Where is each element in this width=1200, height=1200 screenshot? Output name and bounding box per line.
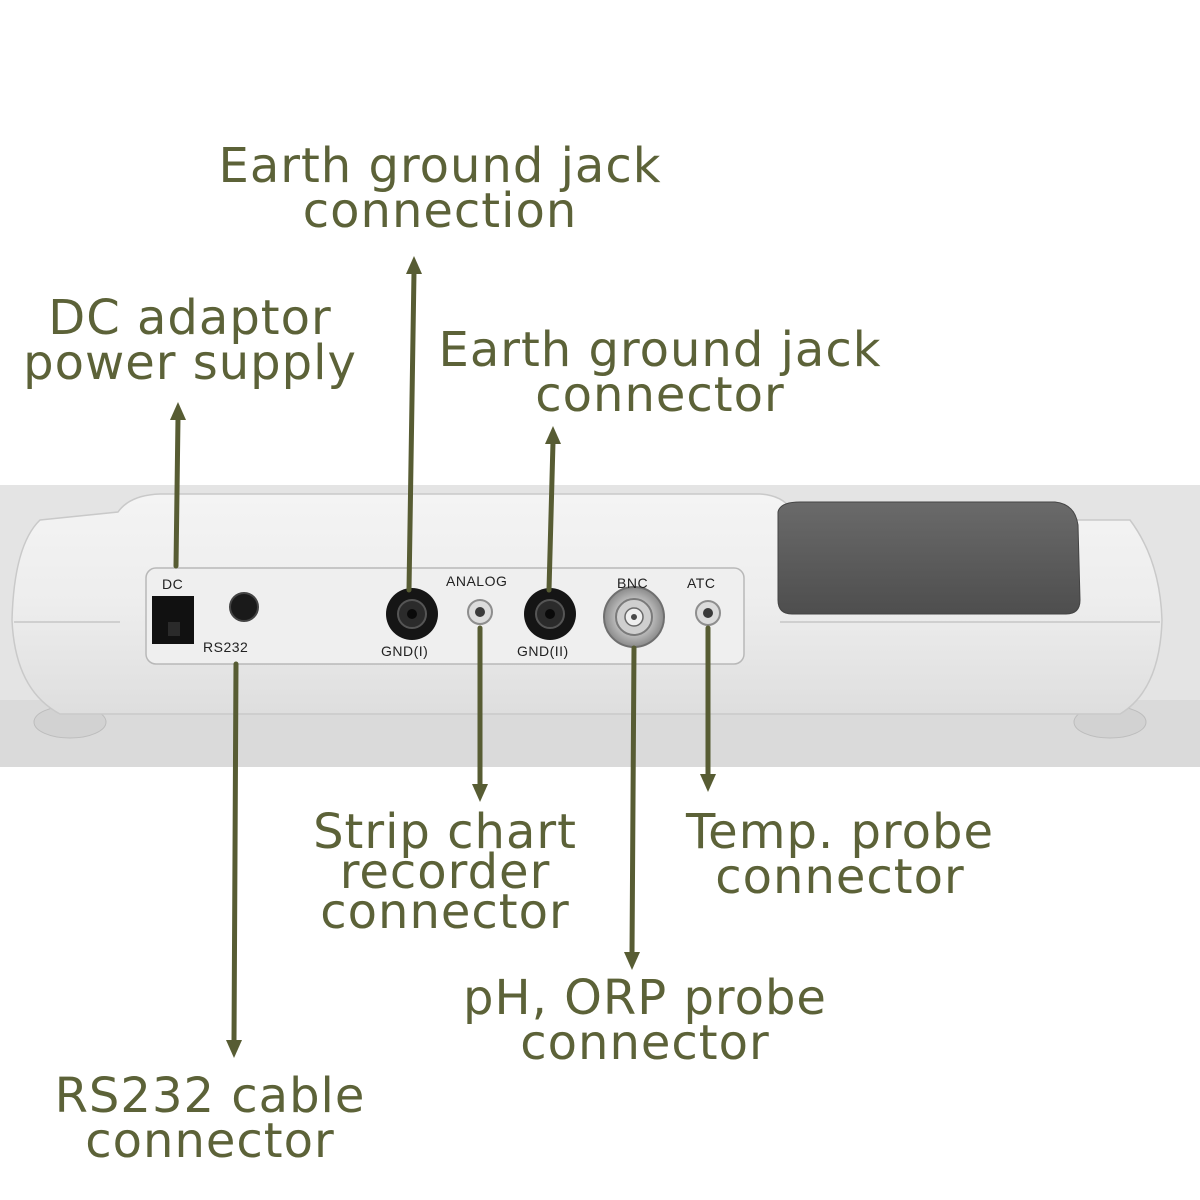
panel-label-bnc: BNC [617,575,648,591]
arrow-temp-probe-head [700,774,716,792]
rs232-jack [229,592,259,622]
callout-temp-probe: Temp. probe connector [660,804,1020,905]
arrow-dc-adaptor [173,415,181,569]
callout-line: Earth ground jack [218,138,662,194]
arrow-dc-adaptor-head [170,402,186,420]
arrow-rs232 [231,661,239,1045]
battery-cover [777,501,1081,615]
callout-line: connector [85,1113,335,1169]
callout-dc-adaptor: DC adaptor power supply [10,290,370,391]
callout-line: connector [535,367,785,423]
callout-line: Temp. probe [686,804,994,860]
callout-line: connection [302,183,578,239]
analog-jack-hole [475,607,485,617]
atc-jack-hole [703,608,713,618]
arrow-ph-orp-head [624,952,640,970]
callout-line: DC adaptor [48,290,332,346]
callout-line: RS232 cable [54,1068,366,1124]
callout-line: connector [715,849,965,905]
callout-line: recorder [339,844,551,900]
panel-label-gnd2: GND(II) [517,643,569,659]
dc-jack-pin [168,622,180,636]
dc-jack [152,596,194,644]
callout-earth-ground-connector: Earth ground jack connector [410,322,910,423]
callout-ph-orp: pH, ORP probe connector [440,970,850,1071]
arrow-earth-ground-connector-head [545,426,561,444]
callout-line: power supply [23,335,357,391]
panel-label-gnd1: GND(I) [381,643,428,659]
callout-line: Earth ground jack [438,322,882,378]
callout-earth-ground-connection: Earth ground jack connection [190,138,690,239]
callout-line: connector [520,1015,770,1071]
arrow-rs232-head [226,1040,242,1058]
gnd1-jack-hole [407,609,417,619]
arrow-earth-ground-connector [546,439,556,593]
callout-line: pH, ORP probe [463,970,827,1026]
callout-rs232-cable: RS232 cable connector [30,1068,390,1169]
panel-label-dc: DC [162,576,183,592]
panel-label-rs232: RS232 [203,639,248,655]
gnd2-jack-hole [545,609,555,619]
bnc-connector-pin [631,614,637,620]
callout-line: connector [320,884,570,940]
panel-label-atc: ATC [687,575,715,591]
callout-line: Strip chart [313,804,577,860]
arrow-ph-orp [629,645,637,957]
arrow-strip-chart-head [472,784,488,802]
connector-panel [145,567,745,665]
arrow-earth-ground-connection-head [406,256,422,274]
callout-strip-chart: Strip chart recorder connector [290,804,600,940]
arrow-earth-ground-connection [406,269,417,593]
panel-label-analog: ANALOG [446,573,507,589]
